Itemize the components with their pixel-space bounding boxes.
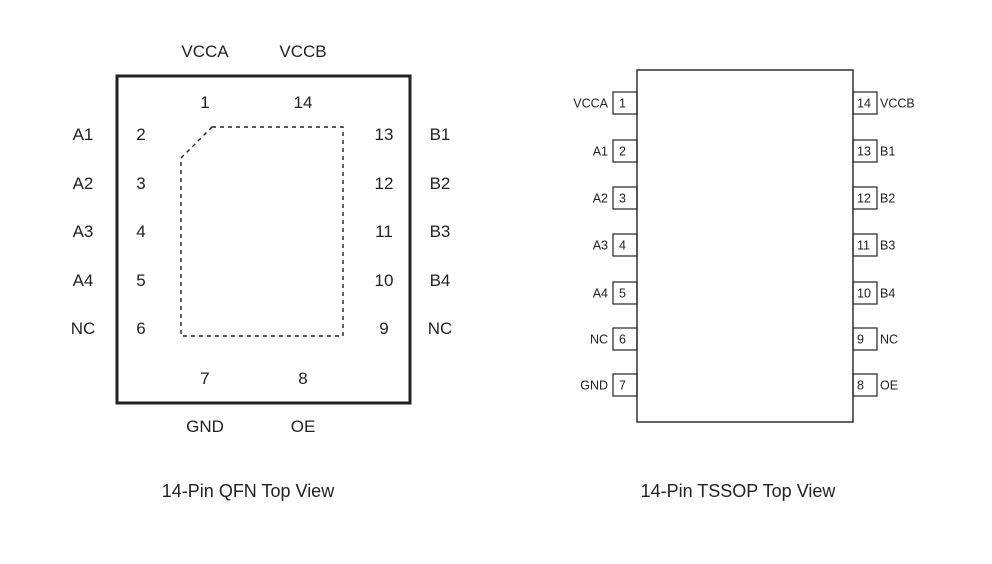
tssop-pin-box [612, 373, 638, 397]
tssop-pins: 1 VCCA 2 A1 3 A2 4 A3 5 A4 6 NC 7 GND 14 VCCB 13 B1 12 B2 11… [573, 91, 915, 397]
qfn-pin-number: 9 [379, 319, 388, 338]
qfn-pin-number: 11 [375, 222, 393, 241]
qfn-caption: 14-Pin QFN Top View [162, 481, 335, 501]
qfn-pin-number: 12 [375, 174, 394, 193]
qfn-pin-number: 5 [136, 271, 145, 290]
tssop-caption: 14-Pin TSSOP Top View [641, 481, 837, 501]
qfn-pin-number: 10 [375, 271, 394, 290]
qfn-pin-number: 3 [136, 174, 145, 193]
tssop-pin-name: A1 [593, 145, 608, 159]
qfn-pin-name: VCCB [279, 42, 326, 61]
tssop-pin-number: 2 [619, 145, 626, 159]
tssop-pin-name: GND [580, 379, 608, 393]
qfn-pin-number: 8 [298, 369, 307, 388]
qfn-pin-name: B1 [430, 125, 451, 144]
qfn-pin-name: A3 [73, 222, 94, 241]
qfn-pin-number: 4 [136, 222, 145, 241]
tssop-pin-number: 3 [619, 192, 626, 206]
qfn-pin-name: A1 [73, 125, 94, 144]
tssop-pin-name: NC [880, 333, 898, 347]
tssop-pin-name: A4 [593, 287, 608, 301]
tssop-pin-box [612, 91, 638, 115]
tssop-pin-number: 8 [857, 379, 864, 393]
tssop-pin-box [852, 281, 878, 305]
qfn-pin-number: 1 [200, 93, 209, 112]
tssop-pin-number: 7 [619, 379, 626, 393]
tssop-pin-box [852, 186, 878, 210]
tssop-pin-box [612, 281, 638, 305]
tssop-pin-number: 9 [857, 333, 864, 347]
tssop-pin-box [852, 373, 878, 397]
tssop-pin-number: 1 [619, 97, 626, 111]
tssop-pin-box [852, 327, 878, 351]
qfn-pin-name: A2 [73, 174, 94, 193]
qfn-pin-number: 13 [375, 125, 394, 144]
tssop-pin-name: OE [880, 379, 898, 393]
tssop-pin-box [612, 186, 638, 210]
qfn-pin-name: VCCA [181, 42, 229, 61]
qfn-pin-name: A4 [73, 271, 94, 290]
qfn-pin-name: NC [71, 319, 96, 338]
tssop-pin-name: B3 [880, 239, 895, 253]
tssop-pin-number: 6 [619, 333, 626, 347]
qfn-pin-number: 14 [294, 93, 313, 112]
tssop-pin-name: B4 [880, 287, 895, 301]
qfn-pin-name: GND [186, 417, 224, 436]
tssop-pin-name: A3 [593, 239, 608, 253]
tssop-pin-number: 13 [857, 145, 871, 159]
tssop-pin-box [612, 233, 638, 257]
tssop-pin-box [852, 139, 878, 163]
tssop-pin-name: A2 [593, 192, 608, 206]
qfn-pin-number: 6 [136, 319, 145, 338]
qfn-exposed-pad [180, 126, 344, 337]
qfn-pin-name: B3 [430, 222, 451, 241]
qfn-pin-name: B4 [430, 271, 451, 290]
tssop-pin-number: 4 [619, 239, 626, 253]
qfn-pin-number: 2 [136, 125, 145, 144]
tssop-pin-name: VCCA [573, 97, 608, 111]
tssop-body [636, 69, 854, 423]
tssop-pin-number: 5 [619, 287, 626, 301]
qfn-pin-name: B2 [430, 174, 451, 193]
tssop-pin-box [612, 139, 638, 163]
tssop-pin-name: VCCB [880, 97, 915, 111]
tssop-pin-box [852, 91, 878, 115]
qfn-pin-name: OE [291, 417, 316, 436]
tssop-pin-name: NC [590, 333, 608, 347]
qfn-body [115, 74, 412, 405]
tssop-pin-number: 10 [857, 287, 871, 301]
qfn-pin-number: 7 [200, 369, 209, 388]
tssop-pin-number: 11 [857, 239, 870, 253]
tssop-pin-number: 14 [857, 97, 871, 111]
tssop-pin-box [612, 327, 638, 351]
qfn-pin-name: NC [428, 319, 453, 338]
tssop-pin-name: B1 [880, 145, 895, 159]
tssop-pin-box [852, 233, 878, 257]
tssop-pin-number: 12 [857, 192, 871, 206]
tssop-pin-name: B2 [880, 192, 895, 206]
tssop-package: 1 VCCA 2 A1 3 A2 4 A3 5 A4 6 NC 7 GND 14 VCCB 13 B1 12 B2 11… [573, 69, 915, 501]
